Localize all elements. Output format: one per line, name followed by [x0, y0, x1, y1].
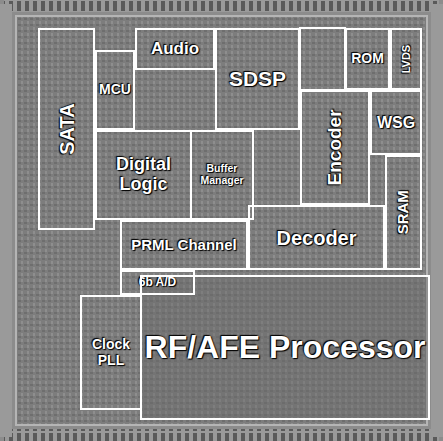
chip-block: MCU: [95, 50, 135, 130]
chip-block: WSG: [370, 90, 422, 155]
pad-ring: [0, 4, 12, 437]
chip-block: SATA: [38, 28, 95, 230]
chip-block: LVDS: [390, 28, 422, 90]
core-area: [16, 16, 427, 425]
chip-block: SRAM: [385, 155, 422, 270]
block-label: SATA: [55, 103, 77, 154]
chip-block: Audio: [135, 28, 215, 70]
block-label: WSG: [377, 114, 415, 132]
chip-block: Clock PLL: [80, 295, 142, 410]
chip-block: SDSP: [215, 28, 300, 130]
chip-block: Buffer Manager: [190, 130, 254, 220]
block-label: MCU: [99, 82, 131, 97]
block-label: Digital Logic: [97, 155, 190, 195]
block-label: Buffer Manager: [192, 163, 252, 186]
block-label: ROM: [351, 51, 384, 66]
chip-block: ROM: [345, 28, 390, 90]
pad-ring: [4, 429, 439, 441]
chip-block: RF/AFE Processor: [140, 275, 430, 420]
block-label: SRAM: [395, 190, 412, 234]
block-label: 6b A/D: [139, 276, 177, 289]
block-label: SDSP: [229, 67, 286, 90]
block-outline: [300, 28, 345, 90]
block-label: Audio: [151, 40, 199, 59]
pad-ring: [431, 4, 443, 437]
chip-block: Digital Logic: [95, 130, 192, 220]
block-label: Decoder: [276, 227, 356, 249]
block-label: PRML Channel: [131, 237, 237, 254]
chip-block: 6b A/D: [120, 270, 195, 295]
pad-ring: [4, 0, 439, 12]
chip-block: Decoder: [248, 205, 385, 270]
chip-block: PRML Channel: [120, 220, 248, 270]
block-label: LVDS: [400, 45, 412, 74]
block-label: Encoder: [325, 109, 346, 185]
block-label: Clock PLL: [82, 337, 140, 368]
analog-area: [140, 275, 430, 420]
block-label: RF/AFE Processor: [145, 330, 426, 365]
chip-block: Encoder: [300, 90, 370, 205]
